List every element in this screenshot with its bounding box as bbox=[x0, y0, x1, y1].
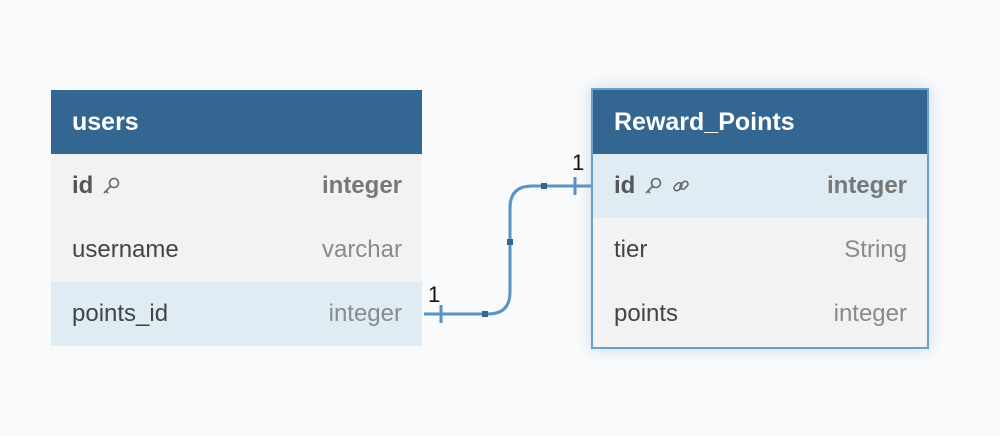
relationship-line[interactable] bbox=[424, 184, 592, 316]
table-header[interactable]: users bbox=[51, 90, 422, 154]
column-type: integer bbox=[833, 300, 907, 327]
table-header[interactable]: Reward_Points bbox=[593, 90, 927, 154]
table-title: Reward_Points bbox=[614, 107, 795, 136]
reward-points-table[interactable]: Reward_Points id integer tier bbox=[591, 88, 929, 349]
connector-handle[interactable] bbox=[507, 239, 513, 245]
table-row[interactable]: id integer bbox=[51, 154, 422, 218]
column-name: id bbox=[614, 172, 636, 199]
table-title: users bbox=[72, 107, 139, 136]
column-type: integer bbox=[328, 300, 402, 327]
column-type: String bbox=[844, 236, 907, 263]
column-name: tier bbox=[614, 236, 648, 263]
key-icon bbox=[643, 176, 663, 196]
connector-handle[interactable] bbox=[482, 311, 488, 317]
right-cardinality-label: 1 bbox=[572, 150, 585, 175]
column-type: integer bbox=[826, 172, 907, 199]
column-name: username bbox=[72, 236, 179, 263]
table-row[interactable]: points_id integer bbox=[51, 282, 422, 346]
column-name: points bbox=[614, 300, 679, 327]
column-type: integer bbox=[321, 172, 402, 199]
table-row[interactable]: id integer bbox=[593, 154, 927, 218]
left-cardinality-label: 1 bbox=[428, 282, 441, 307]
table-row[interactable]: tier String bbox=[593, 218, 927, 282]
table-row[interactable]: points integer bbox=[593, 282, 927, 346]
link-icon bbox=[671, 176, 691, 196]
connector-handle[interactable] bbox=[541, 183, 547, 189]
table-row[interactable]: username varchar bbox=[51, 218, 422, 282]
column-name: id bbox=[72, 172, 94, 199]
users-table[interactable]: users id integer username varchar points… bbox=[51, 90, 422, 346]
key-icon bbox=[101, 176, 121, 196]
column-name: points_id bbox=[72, 300, 169, 327]
column-type: varchar bbox=[321, 236, 402, 263]
